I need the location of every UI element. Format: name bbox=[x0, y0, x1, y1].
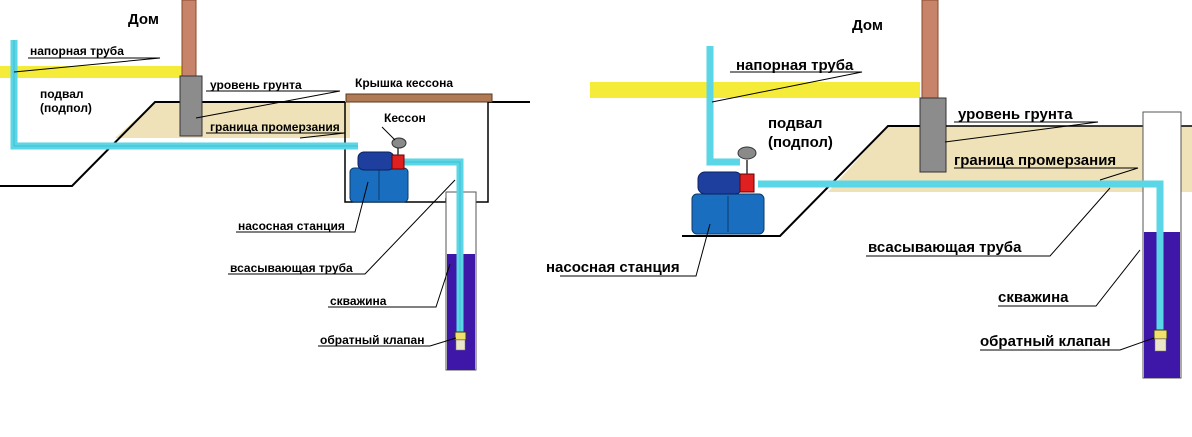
right-pump-station-label: насосная станция bbox=[546, 259, 680, 276]
left-water-pipe bbox=[10, 40, 464, 332]
right-ground-level-label: уровень грунта bbox=[958, 106, 1073, 123]
left-suction-pipe-label: всасывающая труба bbox=[230, 261, 353, 275]
right-pressure-gauge bbox=[737, 146, 757, 160]
left-caisson-box-right bbox=[476, 102, 489, 203]
left-freezing-boundary-label: граница промерзания bbox=[210, 120, 340, 134]
left-house-label: Дом bbox=[128, 11, 159, 28]
left-scheme: Дом напорная труба подвал (подпол) урове… bbox=[0, 0, 530, 371]
right-foundation bbox=[919, 97, 947, 173]
right-basement-label-1: подвал bbox=[768, 115, 822, 132]
right-pump-motor bbox=[697, 171, 743, 195]
right-yellow-pipe bbox=[590, 82, 920, 98]
right-pump-relay bbox=[739, 173, 755, 193]
right-well-label: скважина bbox=[998, 289, 1069, 306]
left-check-valve-label: обратный клапан bbox=[320, 333, 424, 347]
left-house-wall bbox=[181, 0, 197, 77]
left-leader-lines bbox=[13, 57, 457, 347]
left-ground-level-label: уровень грунта bbox=[210, 78, 302, 92]
right-leader-lines bbox=[560, 71, 1155, 351]
left-check-valve bbox=[454, 331, 467, 341]
right-house-wall bbox=[921, 0, 939, 99]
left-caisson-lid-label: Крышка кессона bbox=[355, 76, 453, 90]
left-pump-station-label: насосная станция bbox=[238, 219, 345, 233]
right-basement-label-2: (подпол) bbox=[768, 134, 833, 151]
left-pump-relay bbox=[391, 154, 405, 170]
right-pressure-pipe-label: напорная труба bbox=[736, 57, 854, 74]
right-check-valve bbox=[1153, 329, 1168, 340]
right-soil-layer bbox=[828, 126, 1192, 192]
left-caisson-label: Кессон bbox=[384, 111, 426, 125]
left-basement-label-2: (подпол) bbox=[40, 101, 92, 115]
right-suction-pipe-label: всасывающая труба bbox=[868, 239, 1022, 256]
left-pressure-pipe-label: напорная труба bbox=[30, 44, 124, 58]
right-freezing-boundary-label: граница промерзания bbox=[954, 152, 1116, 169]
left-soil-layer bbox=[115, 102, 350, 138]
left-pressure-gauge bbox=[391, 137, 407, 149]
left-caisson-lid bbox=[345, 93, 493, 103]
right-house-label: Дом bbox=[852, 17, 883, 34]
left-basement-label-1: подвал bbox=[40, 87, 84, 101]
right-scheme: Дом напорная труба подвал (подпол) урове… bbox=[546, 0, 1192, 379]
left-well-label: скважина bbox=[330, 294, 387, 308]
left-foundation bbox=[179, 75, 203, 137]
left-yellow-pipe bbox=[0, 66, 182, 78]
right-check-valve-label: обратный клапан bbox=[980, 333, 1111, 350]
left-pump-motor bbox=[357, 151, 395, 171]
right-water-pipe bbox=[706, 46, 1164, 332]
